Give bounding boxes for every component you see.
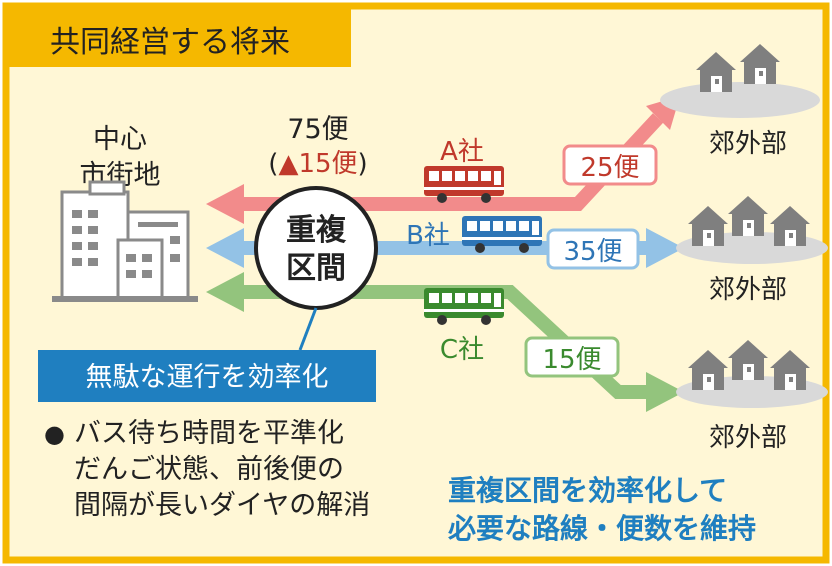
overlap-line1: 重複 (286, 213, 347, 248)
header-title: 共同経営する将来 (50, 25, 290, 60)
company-b-trips: 35便 (563, 237, 622, 267)
company-c-name: C社 (440, 335, 484, 365)
callout-box (38, 307, 376, 402)
company-a-name: A社 (440, 137, 484, 167)
header-tab (3, 3, 351, 67)
suburb-label-1: 郊外部 (709, 129, 787, 159)
suburb-houses-icon-3 (676, 340, 828, 408)
bullet-line1: バス待ち時間を平準化 (74, 418, 344, 449)
suburb-label-3: 郊外部 (709, 423, 787, 453)
total-trips: 75便 (287, 114, 348, 145)
company-a-trips-box (562, 144, 658, 186)
callout-text: 無駄な運行を効率化 (86, 362, 329, 393)
conclusion-line2: 必要な路線・便数を維持 (448, 512, 756, 545)
company-c-trips-box (524, 336, 620, 378)
bullet-line3: 間隔が長いダイヤの解消 (74, 490, 370, 521)
building-icon (52, 180, 198, 302)
company-c-trips: 15便 (542, 345, 601, 375)
city-label-line1: 中心 (93, 124, 147, 155)
total-reduction-line: (▲15便) (268, 149, 367, 179)
company-b-trips-box (546, 228, 640, 270)
conclusion-line1: 重複区間を効率化して (448, 474, 727, 507)
overlap-circle (254, 186, 378, 310)
company-b-name: B社 (406, 221, 450, 251)
suburb-houses-icon-2 (676, 196, 828, 264)
overlap-line2: 区間 (286, 251, 346, 286)
suburb-houses-icon-1 (660, 44, 820, 118)
bullet-line2: だんご状態、前後便の (74, 454, 344, 485)
total-reduction: ▲15便 (278, 149, 357, 179)
bullet-marker: ● (44, 420, 65, 448)
suburb-label-2: 郊外部 (709, 275, 787, 305)
company-a-trips: 25便 (580, 153, 639, 183)
